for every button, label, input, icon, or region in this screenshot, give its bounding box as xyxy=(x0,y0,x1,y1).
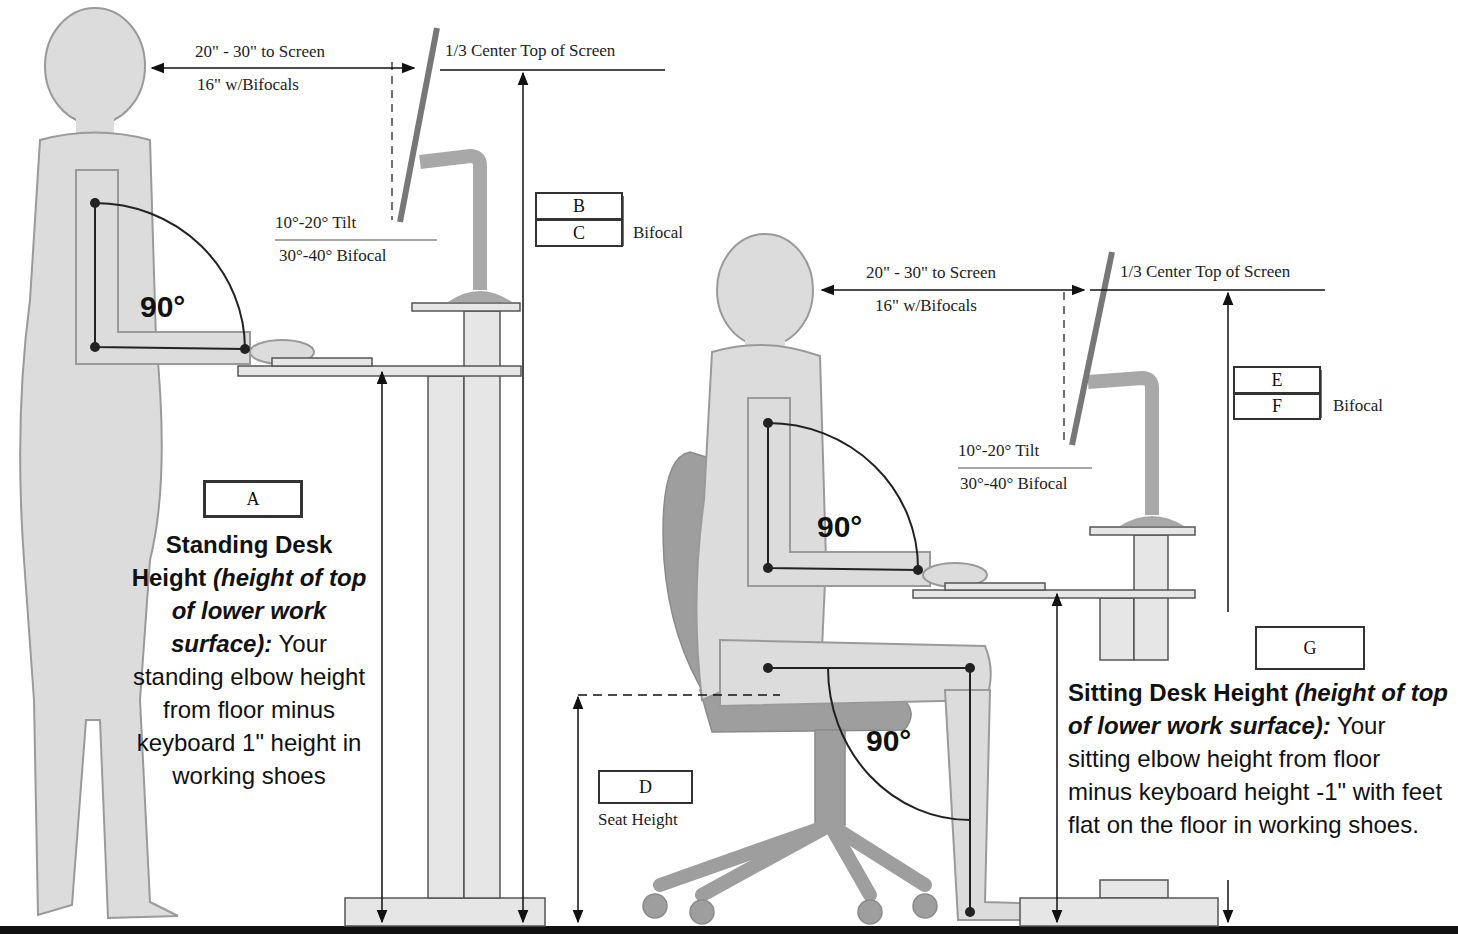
angle-label: 90° xyxy=(140,290,185,324)
standing-arm-angle xyxy=(95,203,245,349)
note-heading: Sitting Desk Height xyxy=(1068,679,1288,706)
letter-box: G xyxy=(1255,626,1365,670)
dimension-label: 30°-40° Bifocal xyxy=(960,474,1068,494)
letter-box: A xyxy=(203,480,303,518)
letter-box: D xyxy=(598,770,693,804)
floor xyxy=(0,926,1458,934)
dimension-label: 1/3 Center Top of Screen xyxy=(445,41,615,61)
box-letter: B xyxy=(573,196,585,217)
desk-height-note: Sitting Desk Height (height of top of lo… xyxy=(1068,676,1448,841)
standing-dimensions xyxy=(152,68,665,922)
box-letter: C xyxy=(573,223,585,244)
sitting-person xyxy=(696,234,1060,920)
letter-box: E xyxy=(1233,366,1321,394)
letter-box: C xyxy=(535,219,623,247)
angle-label: 90° xyxy=(817,510,862,544)
letter-box: B xyxy=(535,192,623,220)
box-letter: E xyxy=(1272,370,1283,391)
standing-monitor xyxy=(392,28,512,302)
desk-height-note: Standing Desk Height (height of top of l… xyxy=(128,528,370,792)
box-letter: D xyxy=(639,777,652,798)
sitting-monitor xyxy=(1064,252,1184,526)
box-letter: F xyxy=(1272,396,1282,417)
dimension-label: 16" w/Bifocals xyxy=(875,296,977,316)
dimension-label: Seat Height xyxy=(598,810,678,830)
dimension-label: 30°-40° Bifocal xyxy=(279,246,387,266)
dimension-label: 1/3 Center Top of Screen xyxy=(1120,262,1290,282)
dimension-label: 10°-20° Tilt xyxy=(958,441,1039,461)
dimension-label: 20" - 30" to Screen xyxy=(195,42,325,62)
angle-label: 90° xyxy=(866,724,911,758)
box-letter: G xyxy=(1304,638,1317,659)
letter-box: F xyxy=(1233,393,1321,420)
dimension-label: 16" w/Bifocals xyxy=(197,75,299,95)
dimension-label: 10°-20° Tilt xyxy=(275,213,356,233)
dimension-label: 20" - 30" to Screen xyxy=(866,263,996,283)
box-letter: A xyxy=(247,489,260,510)
sitting-angles xyxy=(768,423,970,912)
dimension-label: Bifocal xyxy=(1333,396,1383,416)
dimension-label: Bifocal xyxy=(633,223,683,243)
